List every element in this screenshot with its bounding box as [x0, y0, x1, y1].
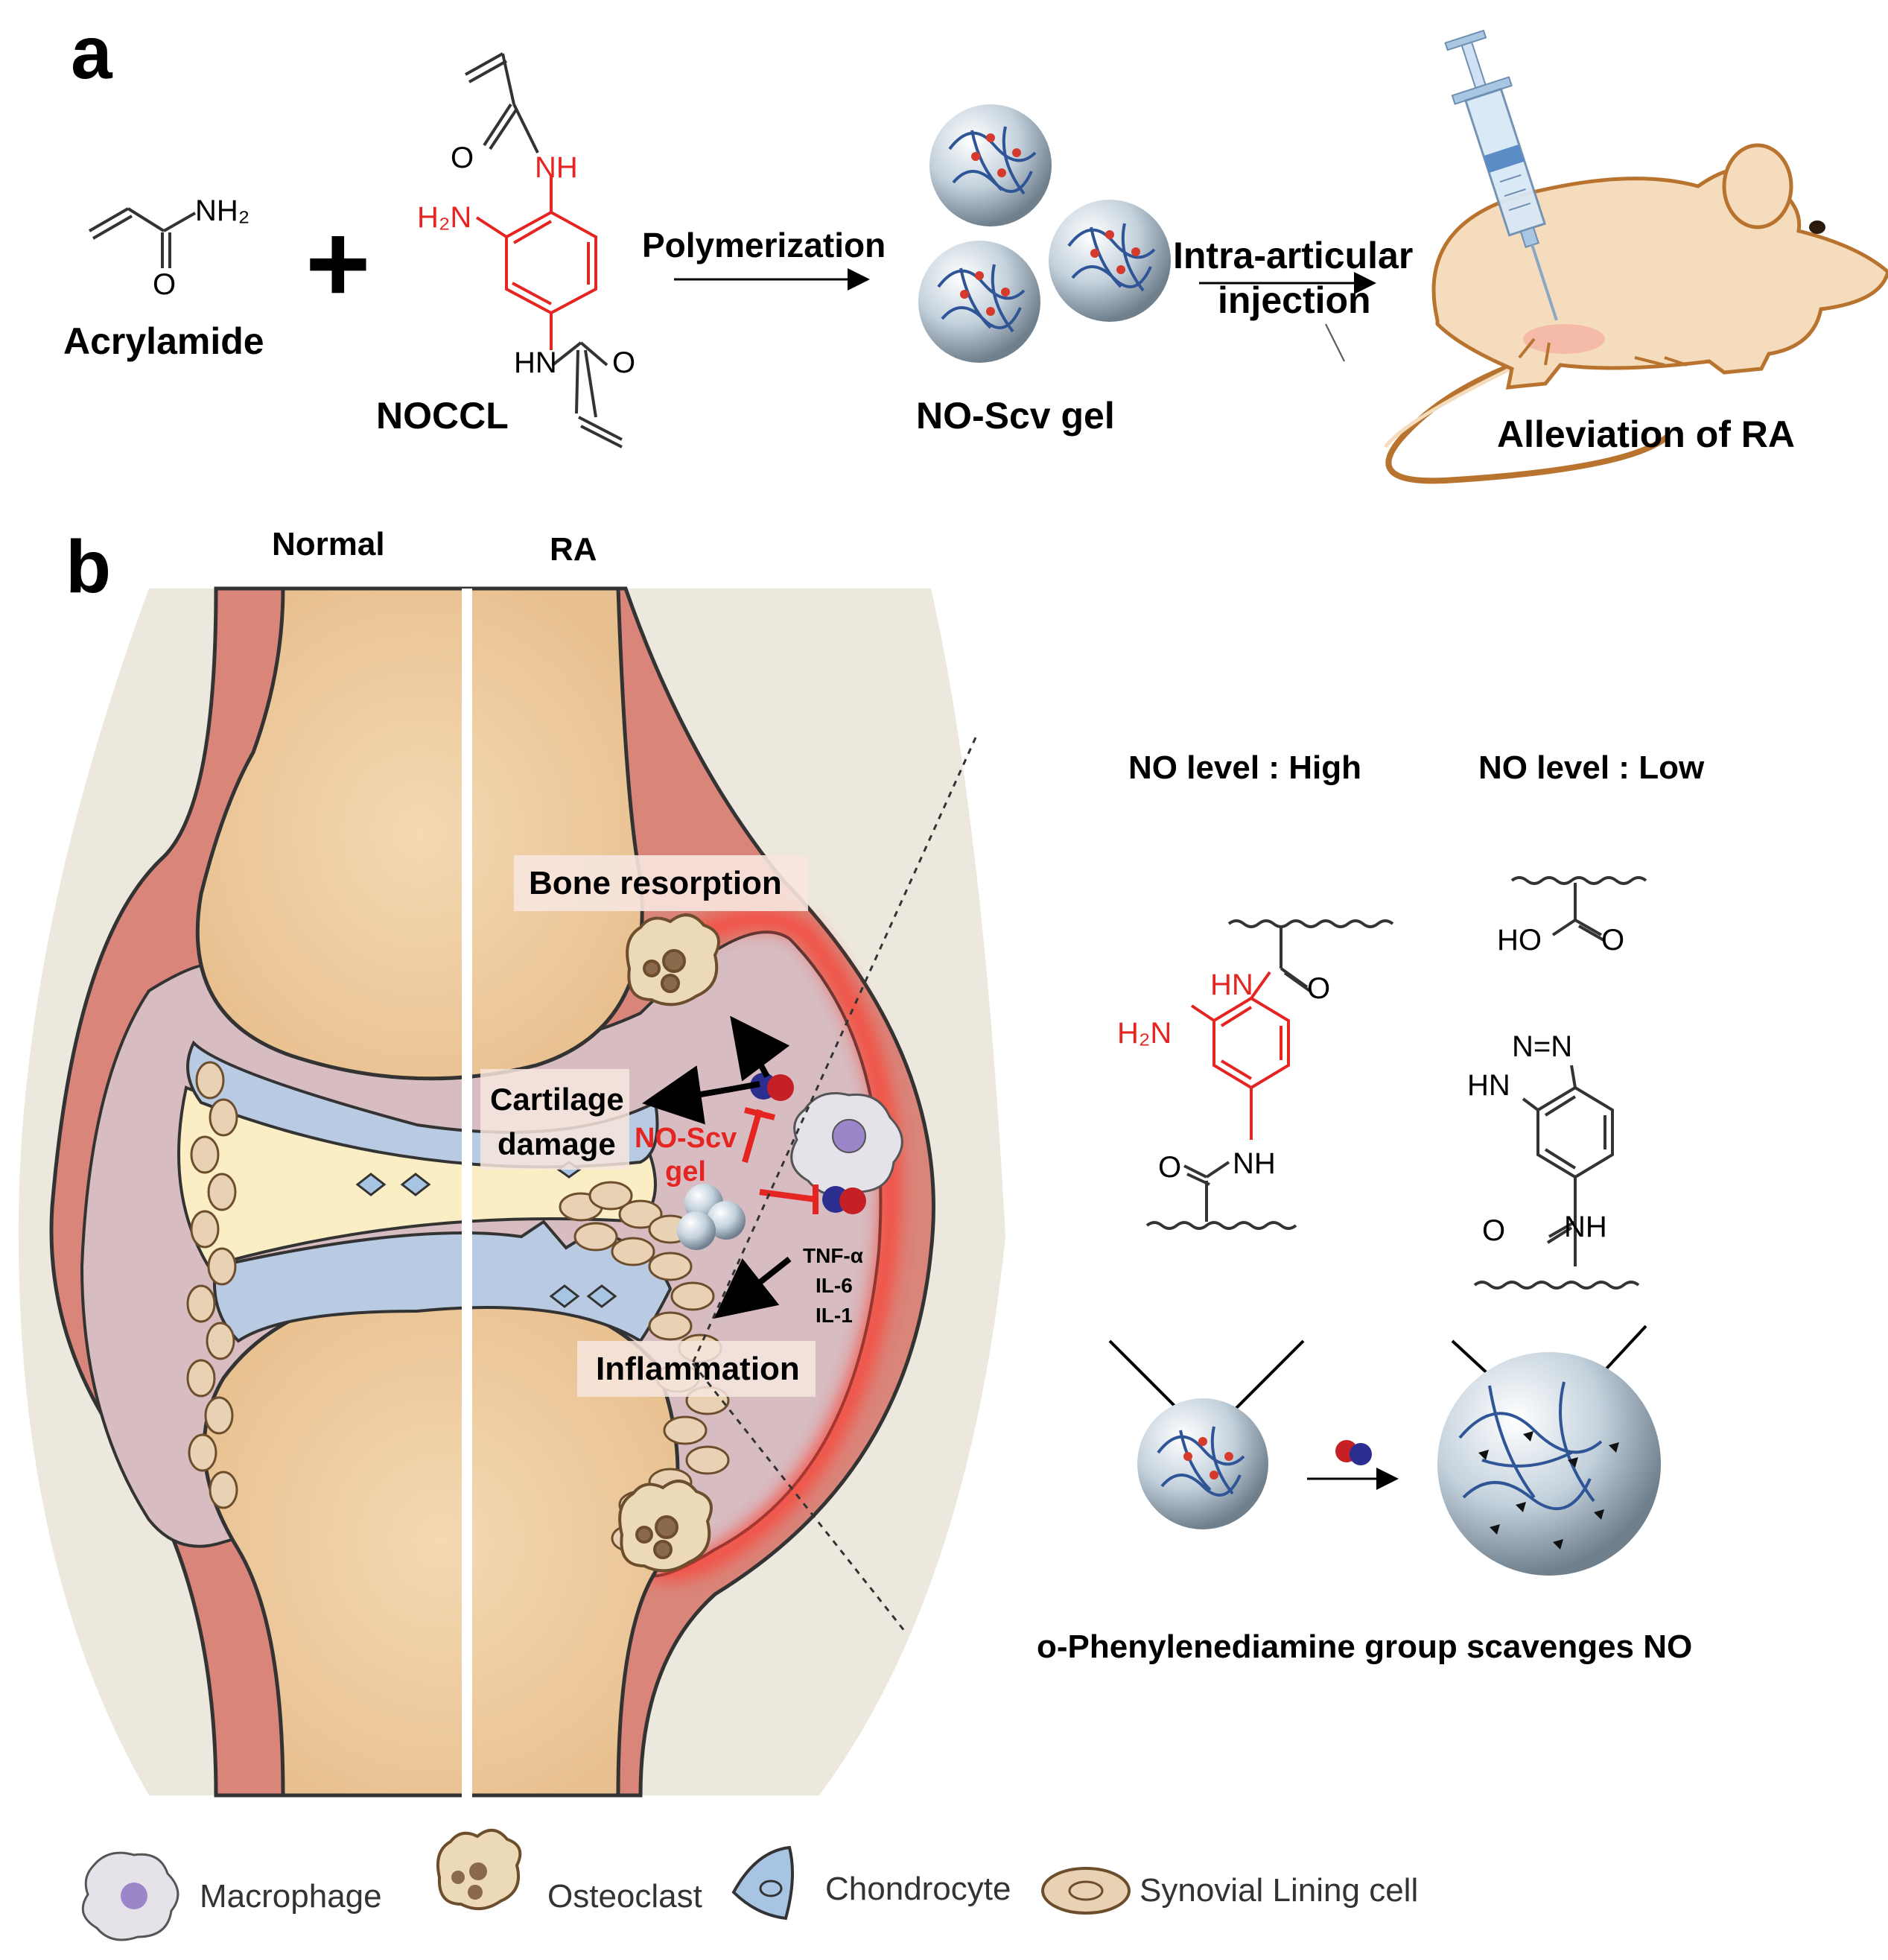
low-struct-o2: O [1482, 1214, 1505, 1247]
low-struct-nh: NH [1564, 1211, 1607, 1243]
panel-b-label: b [66, 525, 111, 609]
legend-label-macrophage: Macrophage [200, 1878, 382, 1915]
plus-sign: + [305, 200, 371, 326]
cartilage-damage-label-line2: damage [498, 1126, 616, 1161]
normal-ra-divider [462, 589, 472, 1803]
noccl-name: NOCCL [376, 395, 509, 437]
legend-label-synovial-lining-cell: Synovial Lining cell [1140, 1872, 1418, 1909]
gel-after [1437, 1325, 1661, 1576]
gel-label-ra-line2: gel [665, 1156, 706, 1187]
mouse-illustration [1384, 143, 1888, 484]
ra-label: RA [550, 531, 597, 568]
chondrocyte-icon [731, 1845, 794, 1921]
cytokine-tnf: TNF-α [803, 1244, 863, 1267]
injection-label-line1: Intra-articular [1173, 235, 1413, 276]
syringe-icon [1444, 29, 1558, 321]
inhibition-marks [742, 1107, 819, 1214]
arrow-inflammation [713, 1256, 792, 1319]
acrylamide-nh2: NH₂ [195, 194, 249, 227]
low-struct-ho: HO [1497, 924, 1542, 957]
no-level-high-label: NO level : High [1128, 749, 1361, 786]
noccl-o-top: O [451, 142, 474, 174]
gel-label-ra-line1: NO-Scv [635, 1123, 737, 1154]
high-struct-o2: O [1158, 1151, 1181, 1184]
gel-spheres-ra [677, 1184, 746, 1250]
high-no-structure [1145, 919, 1394, 1230]
noccl-nh-top: NH [535, 151, 578, 184]
synovial-lining-cells-normal [186, 1061, 238, 1509]
gel-particle-top [929, 104, 1052, 226]
panel-b: b Normal RA [18, 525, 1705, 1803]
noccl-o-bottom: O [612, 346, 635, 379]
low-struct-hn: HN [1467, 1069, 1510, 1102]
noccl-hn-bottom: HN [514, 346, 557, 379]
legend-label-osteoclast: Osteoclast [547, 1878, 702, 1915]
panel-a: a NH₂ O Acrylamide + [63, 11, 1888, 484]
gel-before [1108, 1339, 1305, 1529]
arrow-bone-resorption [730, 1015, 790, 1082]
cytokine-il6: IL-6 [816, 1274, 853, 1297]
osteoclast-bottom [618, 1479, 713, 1573]
scavenging-caption: o-Phenylenediamine group scavenges NO [1037, 1628, 1692, 1665]
noccl-structure [465, 52, 623, 448]
cytokine-il1: IL-1 [816, 1304, 853, 1327]
acrylamide-structure [89, 207, 196, 268]
synovial-lining-cell-icon [1041, 1867, 1131, 1915]
gel-particle-left [918, 241, 1040, 363]
zoom-line-top [691, 737, 977, 1364]
inflammation-label: Inflammation [596, 1351, 800, 1387]
no-molecule-reaction [1335, 1440, 1372, 1465]
acrylamide-name: Acrylamide [63, 320, 264, 362]
panel-a-label: a [71, 11, 113, 95]
noccl-h2n: H₂N [417, 201, 471, 234]
osteoclast-top [626, 913, 720, 1006]
bone-resorption-label: Bone resorption [529, 865, 782, 901]
acrylamide-o: O [153, 268, 176, 301]
outcome-label: Alleviation of RA [1497, 413, 1795, 455]
gel-name: NO-Scv gel [916, 395, 1115, 437]
legend-label-chondrocyte: Chondrocyte [825, 1871, 1011, 1907]
low-struct-n-eq-n: N=N [1512, 1030, 1572, 1063]
zoom-line-bottom [691, 1363, 906, 1632]
normal-label: Normal [272, 526, 385, 562]
high-struct-nh: NH [1233, 1147, 1276, 1180]
low-struct-o: O [1601, 924, 1624, 957]
no-molecule-mid [822, 1186, 866, 1214]
gel-particles [918, 104, 1171, 363]
gel-particle-right [1049, 200, 1171, 322]
legend: Macrophage Osteoclast Chondrocyte Synovi… [81, 1829, 1418, 1941]
no-level-low-label: NO level : Low [1478, 749, 1705, 786]
low-no-structure [1473, 876, 1647, 1290]
arrow-cartilage-damage [642, 1065, 760, 1125]
joint-diagram [18, 586, 1005, 1803]
osteoclast-icon [436, 1829, 522, 1910]
high-struct-hn: HN [1210, 968, 1253, 1001]
injection-label-line2: injection [1218, 279, 1371, 321]
cartilage-damage-label-line1: Cartilage [490, 1082, 624, 1117]
polymerization-label: Polymerization [642, 226, 886, 264]
high-struct-h2n: H₂N [1117, 1017, 1172, 1050]
macrophage [790, 1092, 903, 1197]
macrophage-icon [81, 1851, 179, 1941]
high-struct-o1: O [1307, 972, 1330, 1005]
